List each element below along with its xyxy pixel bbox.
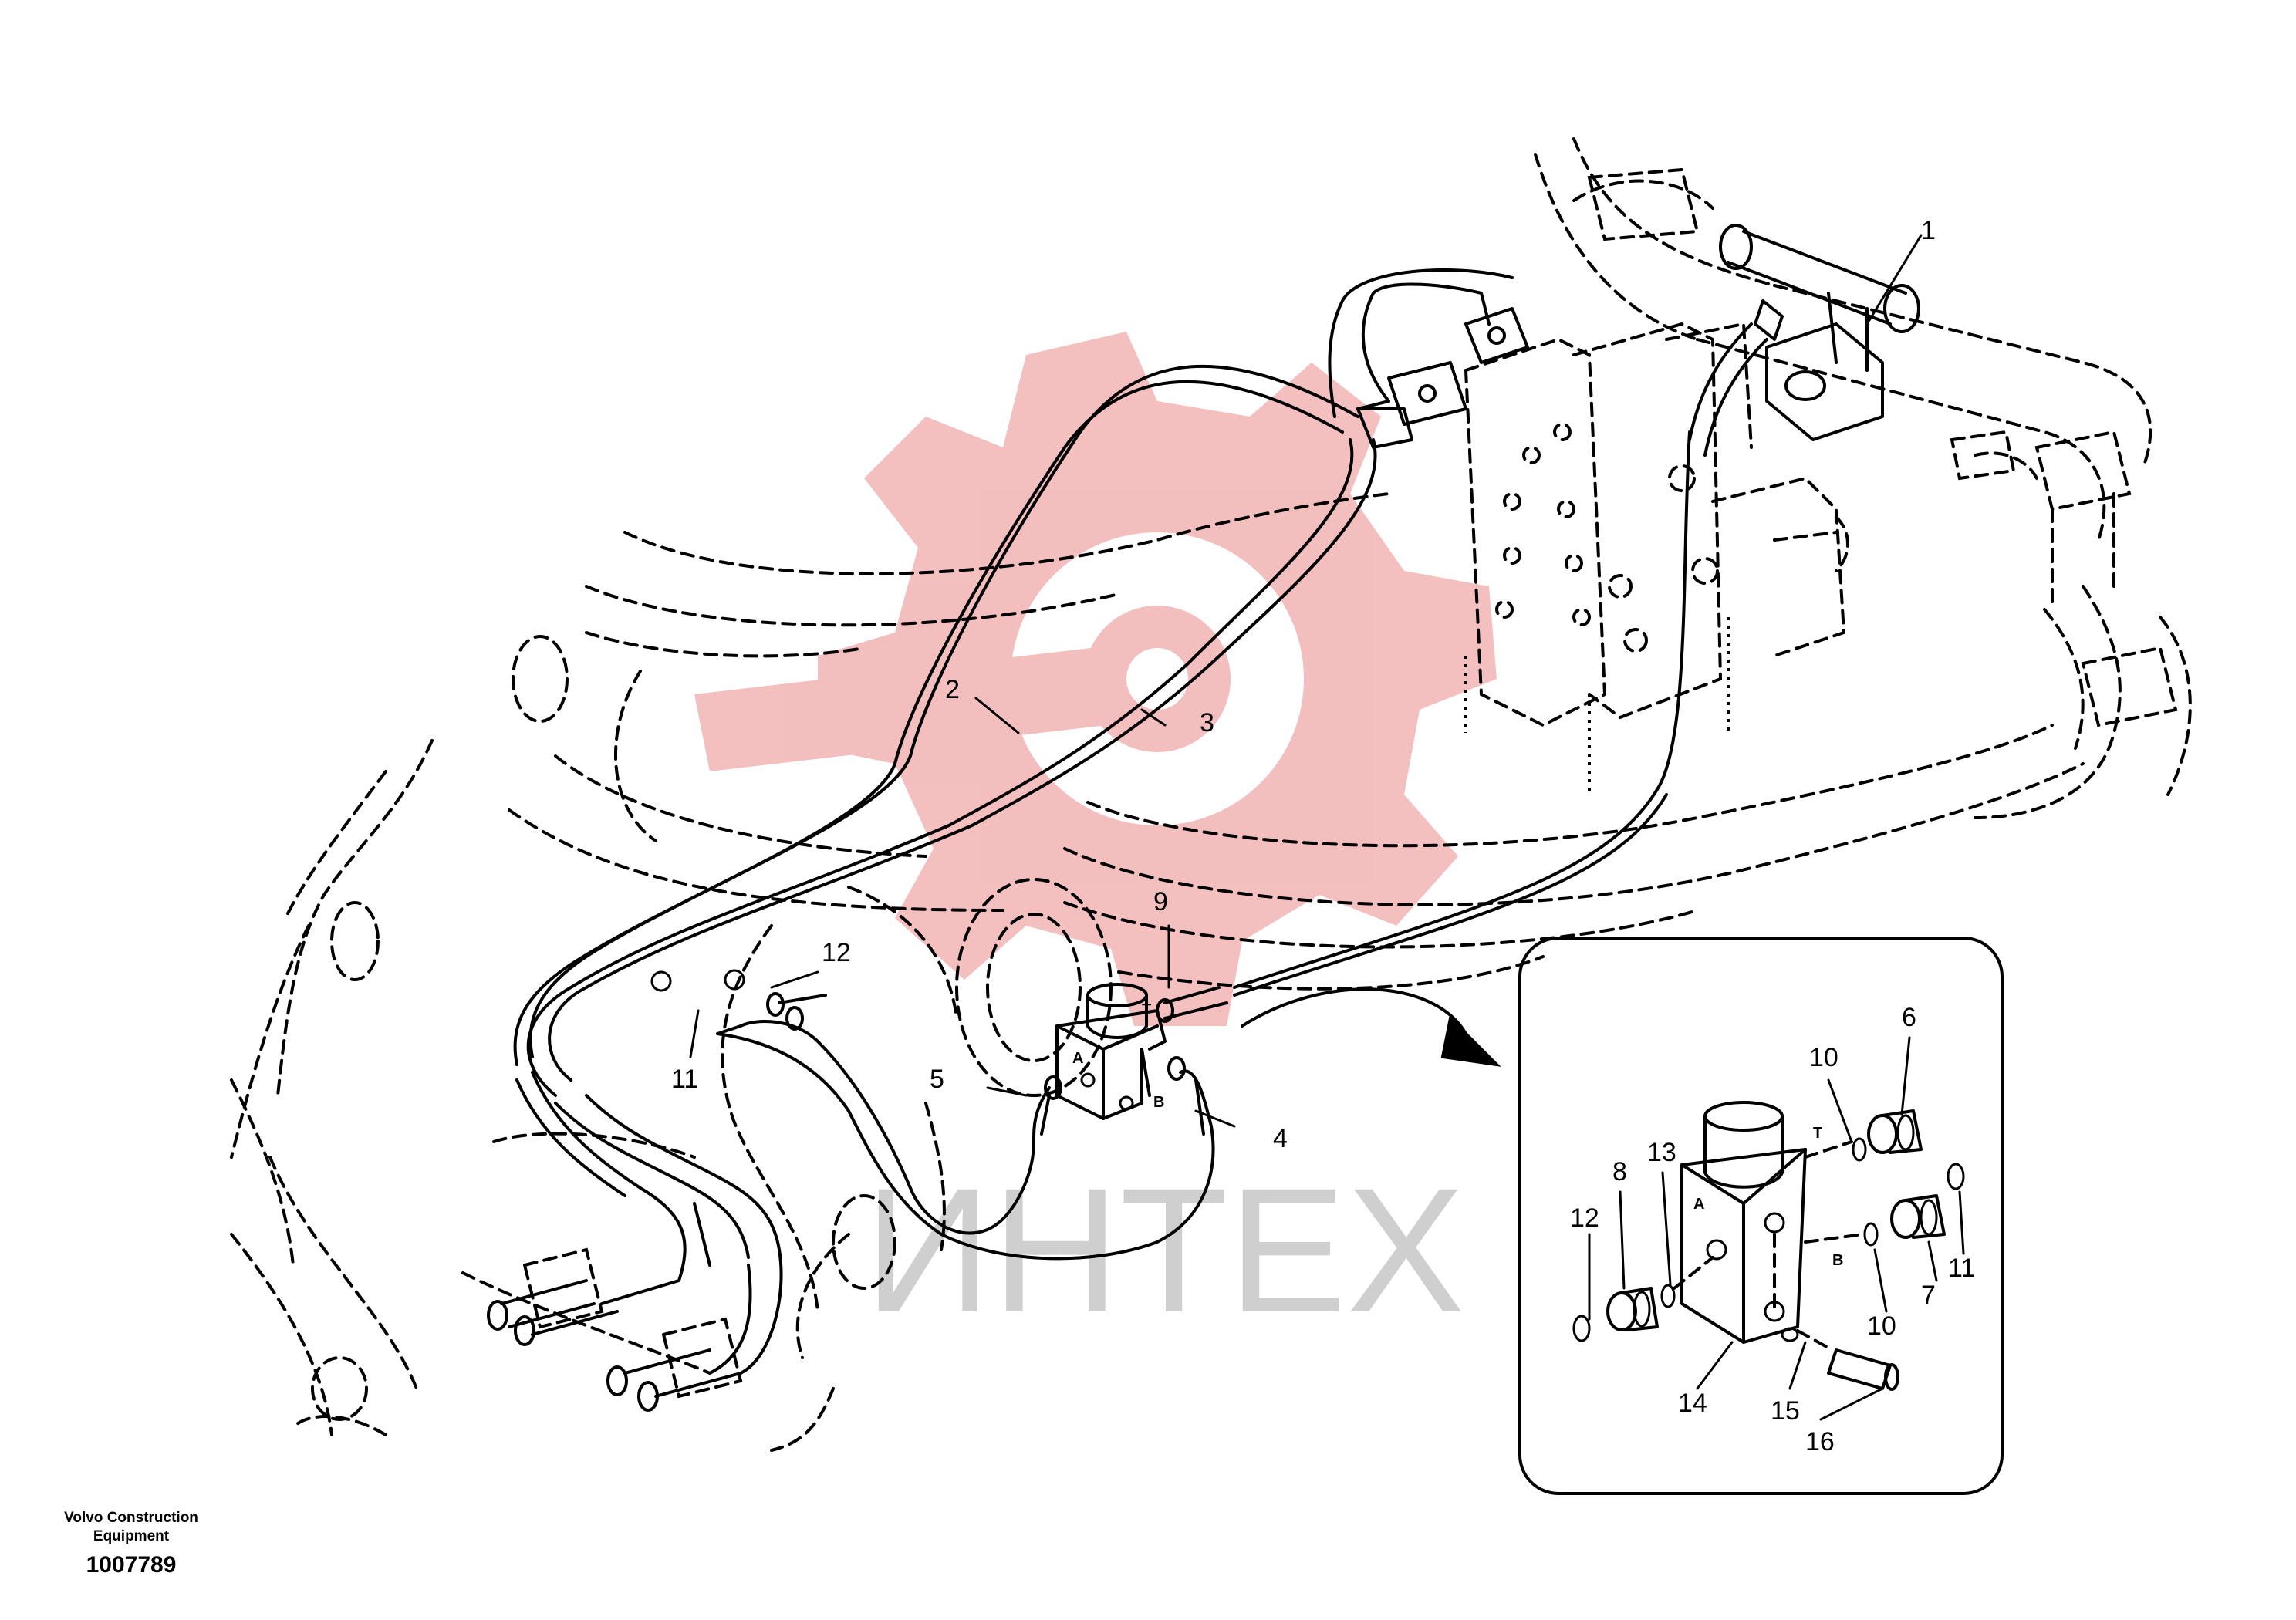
detail-callout-6: 6 [1902, 1003, 1916, 1032]
drawing-number: 1007789 [86, 1552, 177, 1578]
detail-callout-12: 12 [1570, 1203, 1599, 1233]
detail-port-a: A [1693, 1196, 1704, 1213]
callout-3: 3 [1200, 708, 1214, 737]
detail-callout-8: 8 [1612, 1157, 1627, 1186]
detail-callout-16: 16 [1805, 1427, 1835, 1456]
callout-1: 1 [1921, 216, 1936, 245]
detail-callout-11: 11 [1948, 1254, 1975, 1283]
curved-arrow-icon [1241, 987, 1501, 1067]
machine-frame-outline [230, 137, 2192, 1452]
callout-labels: 1 2 3 4 5 9 11 12 6 10 10 7 11 8 13 12 1… [671, 216, 1975, 1456]
control-valve-outline [1464, 167, 2178, 795]
pipe-2-3 [513, 268, 1529, 1375]
main-port-a: A [1072, 1050, 1083, 1067]
detail-port-t: T [1813, 1125, 1822, 1142]
callout-11: 11 [671, 1065, 698, 1094]
callout-9: 9 [1153, 887, 1168, 916]
detail-callout-7: 7 [1921, 1281, 1936, 1310]
company-name: Volvo Construction Equipment [31, 1509, 231, 1546]
callout-2: 2 [945, 675, 960, 704]
watermark-text: ИНТЕХ [864, 1151, 1465, 1349]
watermark-logo [694, 332, 1497, 1026]
callout-12: 12 [822, 938, 851, 967]
detail-callout-10-top: 10 [1809, 1043, 1838, 1072]
detail-callout-15: 15 [1771, 1396, 1800, 1426]
callout-4: 4 [1273, 1124, 1288, 1153]
detail-callout-14: 14 [1678, 1389, 1707, 1418]
main-valve-assembly: A B T [716, 430, 1691, 1261]
detail-callout-13: 13 [1647, 1138, 1676, 1167]
leader-lines [689, 234, 1965, 1421]
detail-callout-10-bottom: 10 [1867, 1311, 1896, 1341]
company-name-line2: Equipment [93, 1528, 170, 1544]
lower-fittings [487, 1247, 743, 1412]
company-name-line1: Volvo Construction [64, 1510, 198, 1526]
detail-inset: A B T [1518, 937, 2004, 1495]
callout-5: 5 [930, 1065, 944, 1094]
main-port-b: B [1153, 1094, 1164, 1111]
main-port-t: T [1142, 1001, 1151, 1018]
detail-port-b: B [1832, 1252, 1843, 1269]
part-1-pipe-fitting [1688, 224, 1920, 457]
